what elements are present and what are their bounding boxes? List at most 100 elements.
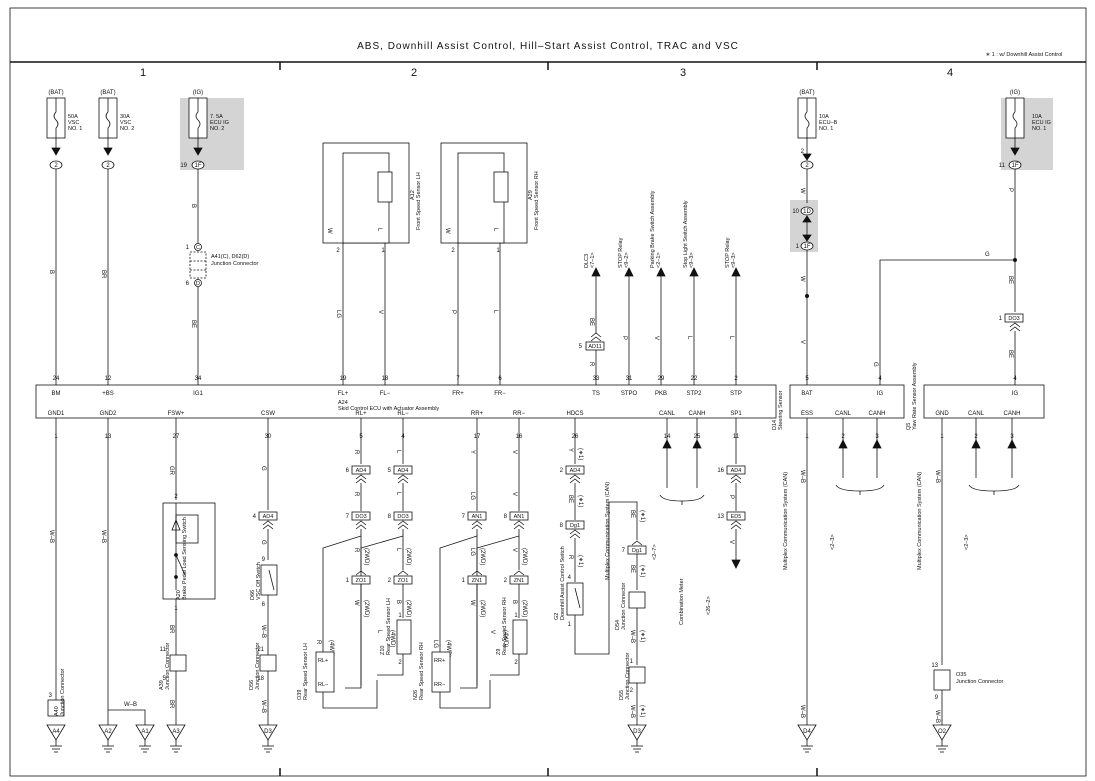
svg-text:L: L [728,336,734,340]
svg-text:W: W [353,600,359,606]
connector-ad4-rl: AD4 6 AD4 5 [346,465,413,484]
junction-a39: 11 5 A39 Junction Connector [159,642,187,690]
svg-text:W–B: W–B [799,470,805,483]
svg-text:1F: 1F [194,163,201,169]
svg-text:BE: BE [629,565,635,573]
svg-text:(BAT): (BAT) [48,90,63,96]
svg-text:W–B: W–B [934,710,940,723]
svg-text:AN1: AN1 [514,514,525,520]
skid-control-ecu [35,384,777,419]
svg-text:D54: D54 [615,620,621,630]
svg-text:VSC: VSC [120,120,131,126]
svg-text:(∗1): (∗1) [639,565,645,577]
svg-text:Front Speed Sensor RH: Front Speed Sensor RH [534,171,540,230]
svg-text:2: 2 [805,163,809,169]
svg-text:2: 2 [388,578,392,584]
connector-dg1-a: Dg1 8 [560,520,585,539]
svg-text:W–B: W–B [629,705,635,718]
svg-text:5: 5 [579,344,583,350]
pin-name: FL+ [338,391,349,397]
svg-text:2: 2 [504,578,508,584]
connector-ad4-hdcs: AD4 2 [560,465,585,484]
svg-text:21: 21 [257,647,264,653]
svg-text:D4: D4 [803,729,811,735]
svg-text:D3: D3 [633,729,641,735]
connector-do3-yaw: DO3 1 [999,313,1024,332]
svg-text:L: L [376,228,382,232]
svg-text:A2: A2 [104,729,112,735]
svg-text:Yaw Rate Sensor Assembly: Yaw Rate Sensor Assembly [912,362,918,430]
pin-name: STP [730,391,742,397]
svg-text:7: 7 [462,514,466,520]
svg-text:Junction Connector: Junction Connector [255,642,261,690]
svg-text:V: V [489,630,495,634]
svg-text:Junction Connector: Junction Connector [956,679,1004,685]
pin-name: CSW [261,411,275,417]
svg-text:9: 9 [935,695,939,701]
pin-name: STP2 [686,391,702,397]
svg-text:A3: A3 [172,729,180,735]
junction-a40: 3 A40 Junction Connector [47,668,66,717]
svg-text:W: W [326,228,332,234]
svg-text:R: R [353,492,359,497]
svg-text:<9–3>: <9–3> [731,252,737,268]
pin-name: CANH [1003,411,1020,417]
svg-text:Rear Speed Sensor LH: Rear Speed Sensor LH [303,643,309,700]
yaw-rate-sensor [923,384,1045,419]
downhill-assist-switch: 4 1 G2 Downhill Assist Control Switch [554,546,584,628]
svg-text:2: 2 [560,468,564,474]
fuse-ecu-ig-no2: (IG) 7. 5A ECU IG NO. 2 1F 19 [180,90,229,170]
svg-text:R: R [353,548,359,553]
svg-text:9: 9 [262,557,266,563]
svg-text:Downhill Assist Control Switch: Downhill Assist Control Switch [560,546,566,620]
svg-text:(BAT): (BAT) [100,90,115,96]
svg-text:(∗1): (∗1) [577,448,583,460]
svg-text:B: B [395,600,401,604]
front-speed-sensor-lh: W L A12 Front Speed Sensor LH 2 1 [322,142,422,254]
svg-text:<2–3>: <2–3> [830,534,836,550]
svg-text:ECU–B: ECU–B [819,120,838,126]
junction-d54: D54 Junction Connector [615,582,646,630]
svg-text:B: B [48,270,54,274]
svg-text:(∗1): (∗1) [639,630,645,642]
svg-text:D56: D56 [249,680,255,690]
svg-text:(2WD): (2WD) [405,548,411,565]
header-note: ∗ 1 : w/ Downhill Assist Control [986,52,1063,58]
svg-text:D66: D66 [250,590,256,600]
front-speed-sensor-rh: W L A29 Front Speed Sensor RH 2 1 [440,142,540,254]
svg-text:10: 10 [792,209,799,215]
pin-name: CANH [688,411,705,417]
svg-text:1: 1 [398,613,402,619]
svg-text:A41(C), D62(D): A41(C), D62(D) [211,254,249,260]
svg-text:AD4: AD4 [570,468,581,474]
svg-text:NO. 1: NO. 1 [68,126,82,132]
svg-text:G: G [260,466,266,471]
svg-text:ZO1: ZO1 [398,578,409,584]
svg-text:RR−: RR− [434,682,445,688]
svg-text:Steering Sensor: Steering Sensor [778,390,784,430]
pin-name: RR+ [471,411,484,417]
connector-1d-1f: 1D 10 1F 1 [792,206,814,251]
svg-text:2: 2 [801,149,805,155]
svg-text:NO. 2: NO. 2 [120,126,134,132]
svg-text:R: R [567,555,573,560]
svg-text:LG: LG [432,640,438,648]
svg-text:Junction Connector: Junction Connector [625,652,631,700]
arrow-stop-relay-2: STOP Relay <9–3> L [725,237,741,376]
svg-text:N26: N26 [413,690,419,700]
svg-text:<7–1>: <7–1> [590,252,596,268]
pin-name: RL+ [355,411,367,417]
svg-text:W–B: W–B [260,700,266,713]
svg-text:2: 2 [451,248,455,254]
svg-text:ED5: ED5 [731,514,742,520]
connector-ed5: ED5 13 [717,511,746,530]
pin-name: FSW+ [168,411,185,417]
ground-a2: A2 [98,724,118,753]
pin-name: CANL [968,411,985,417]
pin-name: RR− [513,411,526,417]
vsc-off-switch: 9 6 D66 VSC Off Switch [250,557,278,608]
connector-do3-rl: DO3 7 DO3 8 [346,511,413,530]
svg-text:Dg1: Dg1 [570,523,580,529]
